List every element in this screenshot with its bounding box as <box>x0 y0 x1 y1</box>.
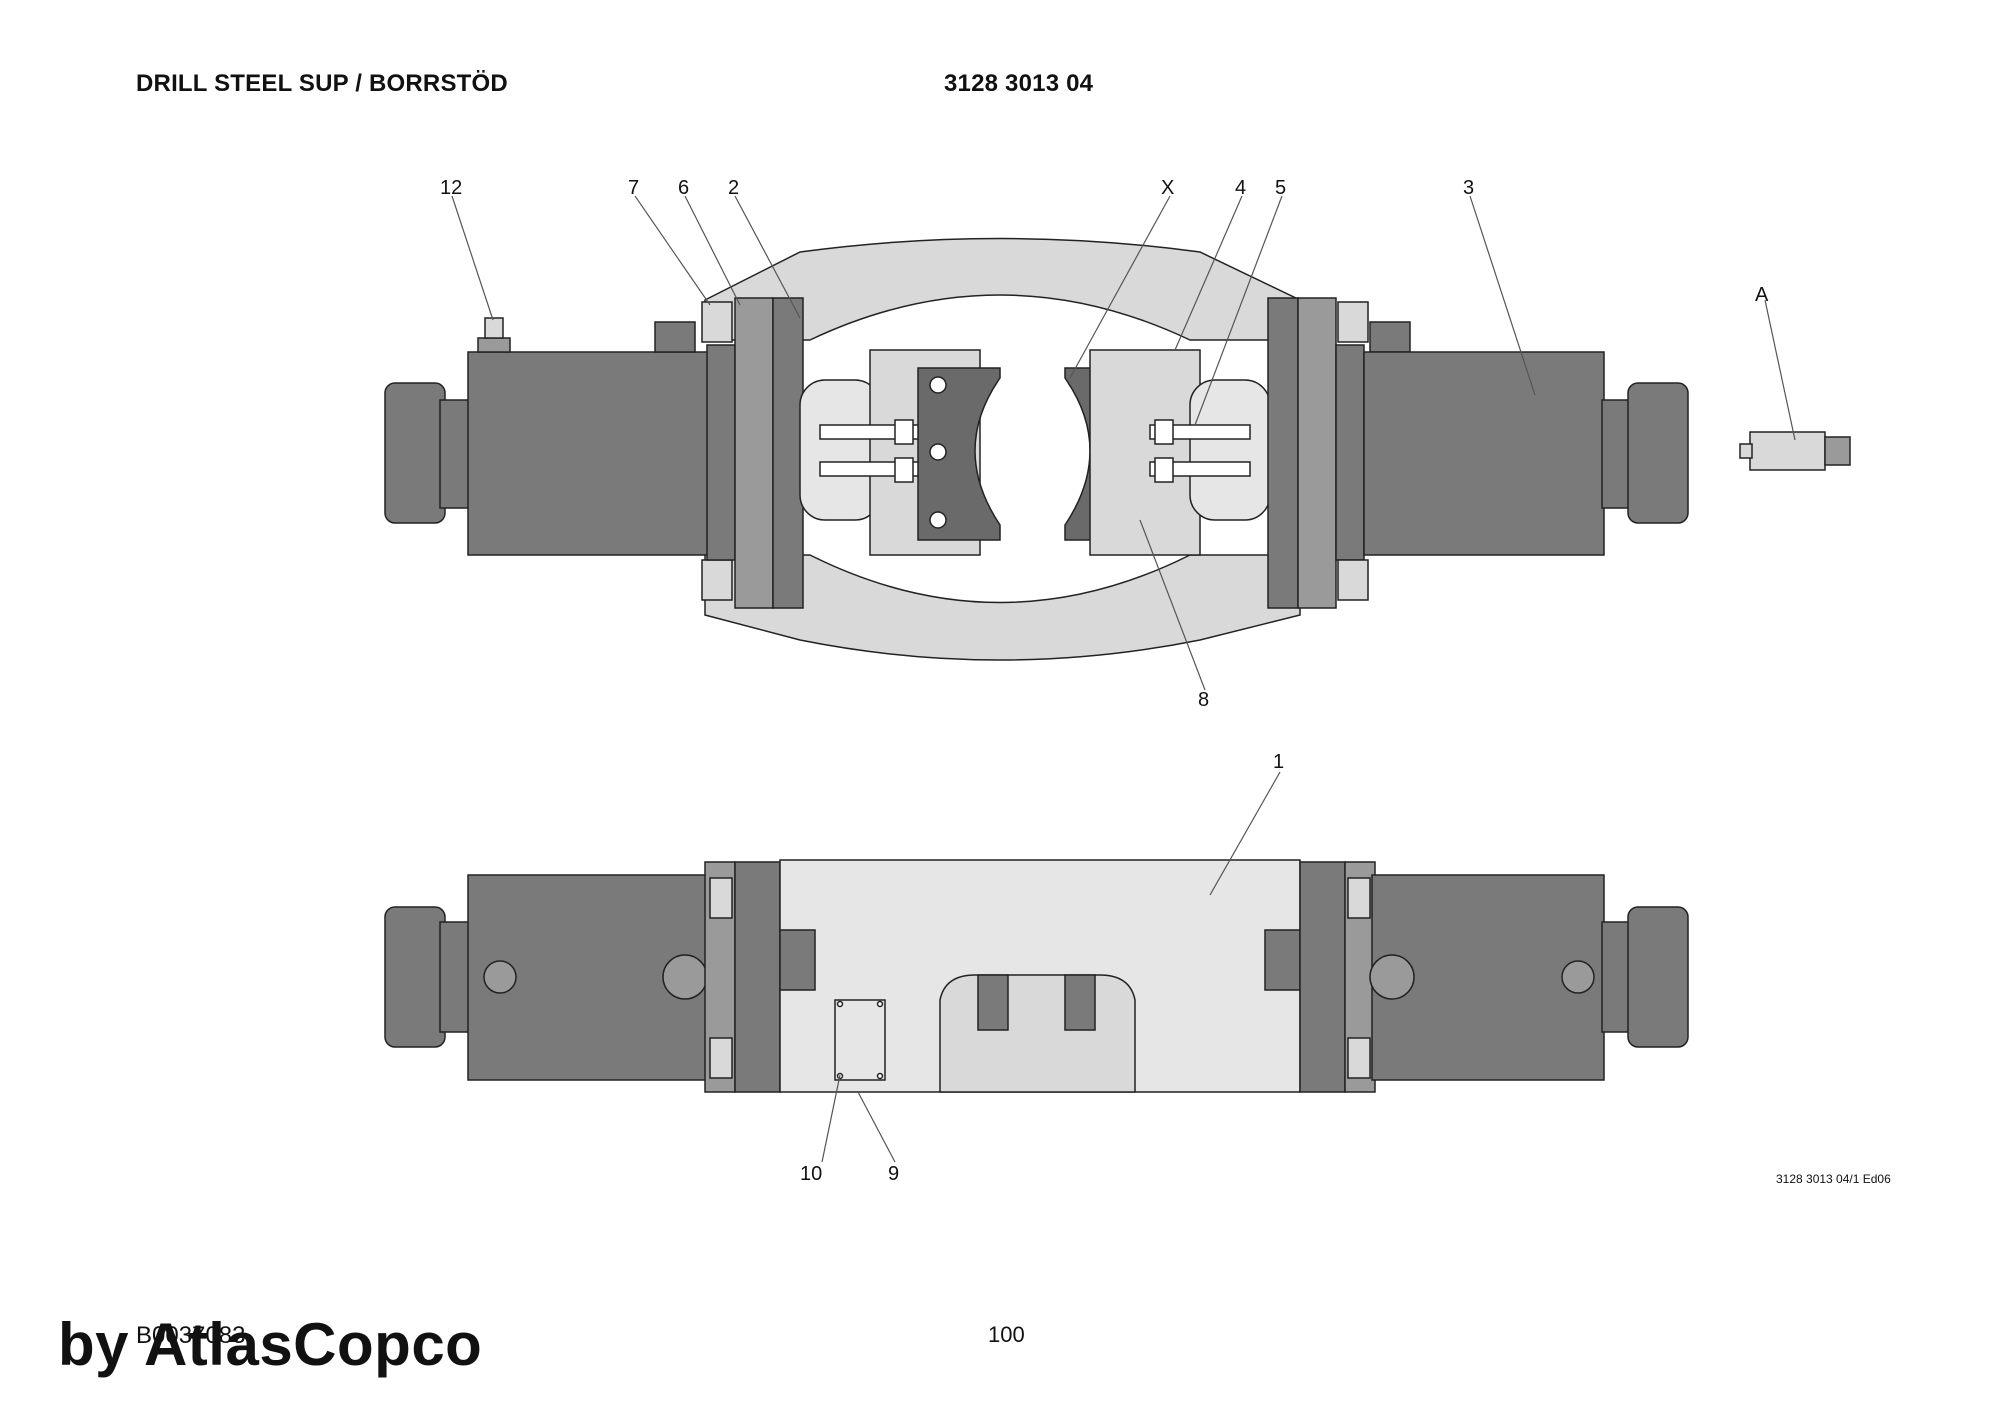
right-mounting-plate <box>1297 297 1337 609</box>
leader-a <box>1764 299 1796 441</box>
leader-8 <box>1139 519 1206 691</box>
plate-rivet-2 <box>876 1000 884 1008</box>
right-guide-housing <box>1189 379 1271 521</box>
drawing-title: DRILL STEEL SUP / BORRSTÖD <box>136 70 508 97</box>
left-cylinder-end-cap <box>384 382 446 524</box>
leader-4 <box>1174 195 1243 351</box>
left-pin-head-upper <box>894 419 914 445</box>
left-jaw-screw-3 <box>929 511 947 529</box>
right-plate <box>1267 297 1299 609</box>
left-jaw-screw-2 <box>929 443 947 461</box>
callout-4: 4 <box>1235 177 1246 199</box>
leader-9 <box>857 1091 896 1163</box>
plate-rivet-4 <box>876 1072 884 1080</box>
front-right-slot <box>1264 929 1301 991</box>
callout-x: X <box>1161 177 1174 199</box>
right-pin-upper <box>1149 424 1251 440</box>
front-right-jaw-insert <box>1064 974 1096 1031</box>
document-number: B0037083 <box>136 1322 246 1349</box>
leader-10 <box>821 1074 841 1163</box>
front-right-plate <box>1299 861 1346 1093</box>
leader-3 <box>1469 195 1536 396</box>
front-right-port <box>1369 954 1415 1000</box>
front-right-bolt-top <box>1347 877 1371 919</box>
front-left-plate <box>734 861 781 1093</box>
front-left-slot <box>779 929 816 991</box>
right-cylinder-neck <box>1601 399 1633 509</box>
left-flange <box>706 344 736 561</box>
callout-3: 3 <box>1463 177 1474 199</box>
edition-label: 3128 3013 04/1 Ed06 <box>1776 1172 1891 1186</box>
part-a-fitting-hex <box>1824 436 1851 466</box>
callout-labels: 12 7 6 2 X 4 5 3 A 8 1 10 9 <box>440 177 1769 1185</box>
front-left-plug <box>483 960 517 994</box>
plate-rivet-1 <box>836 1000 844 1008</box>
callout-2: 2 <box>728 177 739 199</box>
right-pin-lower <box>1149 461 1251 477</box>
callout-9: 9 <box>888 1163 899 1185</box>
leader-2 <box>734 195 801 319</box>
leader-12 <box>451 195 494 321</box>
page-number: 100 <box>988 1322 1025 1347</box>
front-left-end-cap <box>384 906 446 1048</box>
part-a-fitting-tip <box>1739 443 1753 459</box>
right-flange <box>1335 344 1365 561</box>
left-flange-bolt-top <box>701 301 733 343</box>
right-pin-head-upper <box>1154 419 1174 445</box>
left-mounting-plate <box>734 297 774 609</box>
left-cylinder-boss <box>654 321 696 353</box>
callout-12: 12 <box>440 177 462 199</box>
center-jaw-opening <box>939 974 1136 1093</box>
front-left-bolt-top <box>709 877 733 919</box>
callout-6: 6 <box>678 177 689 199</box>
grease-nipple-base <box>477 337 511 353</box>
callout-5: 5 <box>1275 177 1286 199</box>
left-guide-housing <box>799 379 881 521</box>
left-jaw <box>917 367 1001 541</box>
front-left-port <box>662 954 708 1000</box>
leader-5 <box>1194 195 1283 426</box>
left-plate <box>772 297 804 609</box>
identification-plate <box>834 999 886 1081</box>
front-left-bolt-bottom <box>709 1037 733 1079</box>
callout-7: 7 <box>628 177 639 199</box>
left-flange-bolt-bottom <box>701 559 733 601</box>
right-cylinder-boss <box>1369 321 1411 353</box>
front-right-end-cap <box>1627 906 1689 1048</box>
leader-lines <box>451 195 1796 1163</box>
callout-8: 8 <box>1198 689 1209 711</box>
right-jaw-holder <box>1089 349 1201 556</box>
part-number: 3128 3013 04 <box>944 70 1094 97</box>
callout-a: A <box>1755 284 1769 306</box>
front-right-plug <box>1561 960 1595 994</box>
right-flange-bolt-bottom <box>1337 559 1369 601</box>
left-pin-head-lower <box>894 457 914 483</box>
left-cylinder-body <box>467 351 709 556</box>
left-cylinder-neck <box>439 399 471 509</box>
right-cylinder-end-cap <box>1627 382 1689 524</box>
front-assembly-view <box>384 859 1689 1093</box>
part-a-fitting-body <box>1749 431 1826 471</box>
leader-1 <box>1209 771 1281 896</box>
right-flange-bolt-top <box>1337 301 1369 343</box>
right-pin-head-lower <box>1154 457 1174 483</box>
leader-x <box>1069 195 1171 379</box>
top-assembly-view <box>384 237 1851 661</box>
front-left-neck <box>439 921 471 1033</box>
left-jaw-screw-1 <box>929 376 947 394</box>
grease-nipple <box>484 317 504 339</box>
right-cylinder-body <box>1363 351 1605 556</box>
watermark: by AtlasCopco <box>58 1311 483 1378</box>
front-left-jaw-insert <box>977 974 1009 1031</box>
front-right-bolt-bottom <box>1347 1037 1371 1079</box>
leader-7 <box>634 195 711 306</box>
callout-1: 1 <box>1273 751 1284 773</box>
leader-6 <box>684 195 741 306</box>
callout-10: 10 <box>800 1163 822 1185</box>
support-frame-lower <box>704 554 1301 661</box>
